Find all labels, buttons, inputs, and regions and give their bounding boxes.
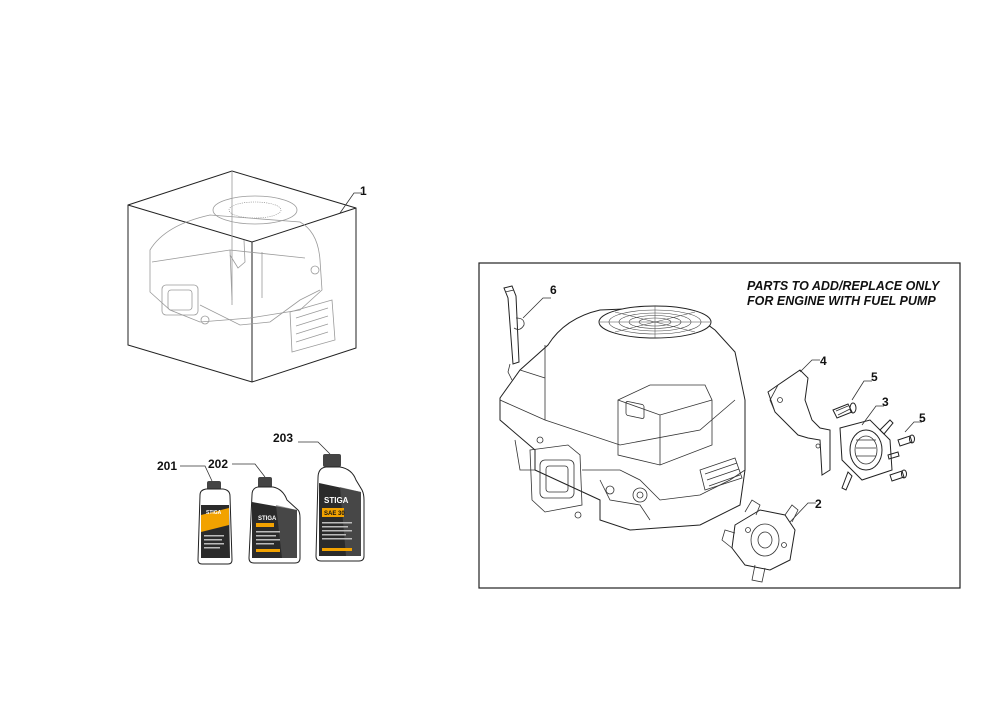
callout-5-right: 5: [919, 411, 926, 425]
callout-5-left: 5: [871, 370, 878, 384]
oil-bottle-202: STIGA 202: [208, 457, 301, 564]
screw-right: 5: [889, 411, 926, 482]
engine: [499, 305, 746, 531]
oil-bottles: STIGA 201 STIGA 202 SAE 30: [157, 431, 365, 565]
carburetor: 2: [721, 497, 822, 583]
engine-kit-illustration: 1: [127, 170, 367, 383]
bottle-brand-203: STIGA: [324, 496, 349, 505]
kit-engine: [149, 195, 336, 353]
kit-fan-grille: [228, 201, 282, 219]
callout-4: 4: [820, 354, 827, 368]
callout-203: 203: [273, 431, 293, 445]
bottle-brand-201: STIGA: [206, 510, 222, 516]
callout-6: 6: [550, 283, 557, 297]
fuel-pump-frame-border: [478, 262, 961, 589]
kit-box: [127, 170, 357, 383]
fuel-pump-bracket: 4: [767, 354, 831, 476]
oil-bottle-201: STIGA 201: [157, 459, 233, 565]
note-line-1: PARTS TO ADD/REPLACE ONLY: [747, 279, 941, 293]
bottle-brand-202: STIGA: [258, 516, 277, 522]
fuel-pump-frame: PARTS TO ADD/REPLACE ONLY FOR ENGINE WIT…: [478, 262, 961, 589]
screw-left: 5: [832, 370, 878, 419]
callout-201: 201: [157, 459, 177, 473]
dipstick-tube: 6: [503, 283, 557, 381]
fuel-pump: 3: [839, 395, 900, 491]
bottle-grade-203: SAE 30: [324, 511, 345, 517]
callout-2: 2: [815, 497, 822, 511]
callout-1: 1: [360, 184, 367, 198]
oil-bottle-203: SAE 30 STIGA 203: [273, 431, 365, 562]
callout-202: 202: [208, 457, 228, 471]
callout-3: 3: [882, 395, 889, 409]
note-line-2: FOR ENGINE WITH FUEL PUMP: [747, 294, 936, 308]
